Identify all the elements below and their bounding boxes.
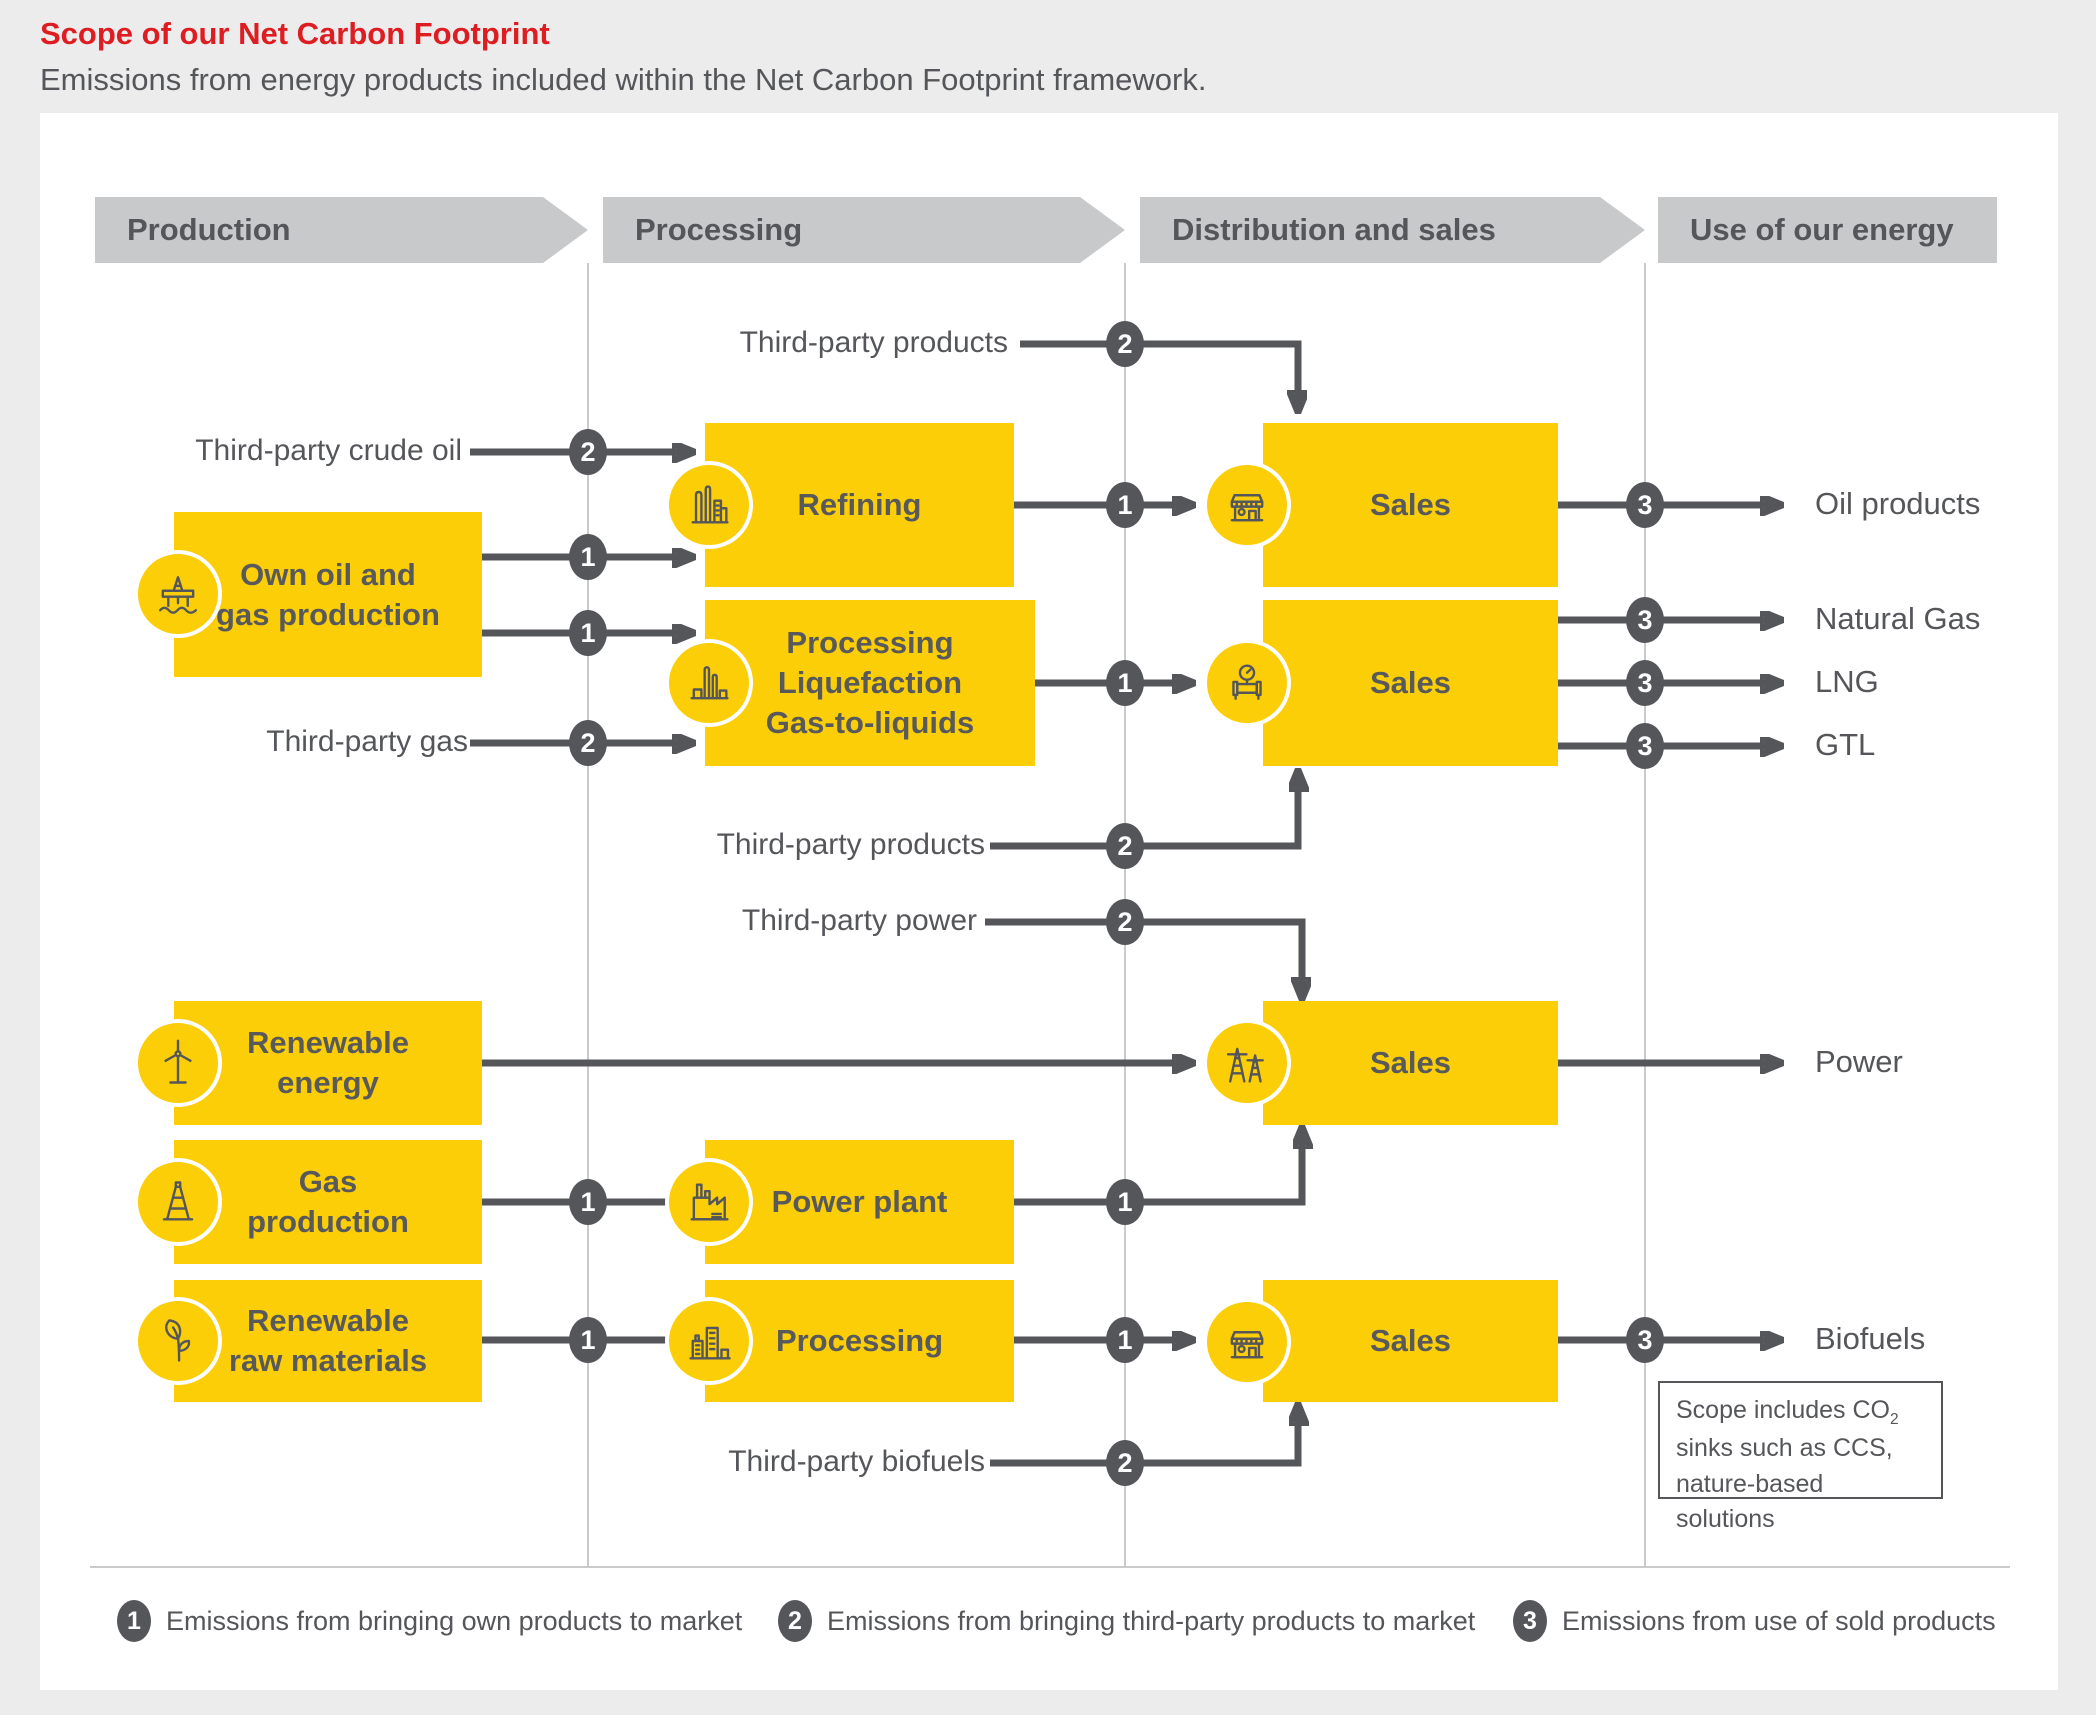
column-header-use-of-energy: Use of our energy (1658, 197, 1997, 263)
badge-1-gas-to-power-plant: 1 (569, 1179, 607, 1225)
legend-badge-2: 2 (778, 1600, 812, 1642)
badge-3-biofuels: 3 (1626, 1317, 1664, 1363)
page-subtitle: Emissions from energy products included … (40, 62, 1207, 97)
factory-icon (665, 1158, 753, 1246)
legend-text-2: Emissions from bringing third-party prod… (827, 1605, 1476, 1636)
pipeline-gauge-icon (1203, 639, 1291, 727)
box-renewable-energy: Renewable energy (174, 1001, 482, 1125)
label-third-party-crude-oil: Third-party crude oil (195, 434, 462, 467)
box-label: Renewable raw materials (228, 1303, 428, 1378)
output-oil-products: Oil products (1815, 486, 1981, 521)
output-power: Power (1815, 1044, 1903, 1079)
box-label: Sales (1369, 1045, 1451, 1081)
scope-note-line1: Scope includes CO (1676, 1396, 1891, 1424)
label-third-party-gas: Third-party gas (266, 725, 468, 758)
output-lng: LNG (1815, 664, 1879, 699)
box-gas-production: Gas production (174, 1140, 482, 1264)
box-label: Sales (1369, 665, 1451, 701)
label-third-party-products-top: Third-party products (739, 326, 1008, 359)
box-sales-power: Sales (1263, 1001, 1558, 1125)
label-third-party-products-mid: Third-party products (716, 828, 985, 861)
offshore-platform-icon (134, 550, 222, 638)
box-label: Own oil and gas production (216, 556, 440, 632)
box-sales-biofuels: Sales (1263, 1280, 1558, 1402)
box-sales-gas: Sales (1263, 600, 1558, 766)
wind-turbine-icon (134, 1019, 222, 1107)
legend-badge-3: 3 (1513, 1600, 1547, 1642)
industrial-buildings-icon (665, 1297, 753, 1385)
box-renewable-raw-materials: Renewable raw materials (174, 1280, 482, 1402)
label-third-party-power: Third-party power (741, 904, 977, 937)
badge-1-refining-to-sales: 1 (1106, 482, 1144, 528)
badge-1-own-to-refining: 1 (569, 534, 607, 580)
badge-2-third-party-biofuels: 2 (1106, 1440, 1144, 1486)
column-header-processing: Processing (603, 197, 1125, 263)
box-refining: Refining (705, 423, 1014, 587)
box-label: Sales (1369, 487, 1451, 523)
box-label: Power plant (771, 1184, 948, 1220)
box-label: Refining (797, 487, 922, 523)
power-pylons-icon (1203, 1019, 1291, 1107)
box-label: Processing Liquefaction Gas-to-liquids (765, 625, 975, 740)
plant-leaf-icon (134, 1297, 222, 1385)
output-natural-gas: Natural Gas (1815, 601, 1981, 636)
column-divider-1 (587, 263, 589, 1566)
output-gtl: GTL (1815, 727, 1876, 762)
badge-1-processing-to-sales-bio: 1 (1106, 1317, 1144, 1363)
box-label: Gas production (247, 1164, 409, 1239)
badge-2-third-party-products-top: 2 (1106, 321, 1144, 367)
badge-2-third-party-gas: 2 (569, 720, 607, 766)
box-label: Renewable energy (247, 1025, 409, 1100)
box-sales-oil: Sales (1263, 423, 1558, 587)
scope-note: Scope includes CO2 sinks such as CCS, na… (1658, 1381, 1943, 1533)
label-third-party-biofuels: Third-party biofuels (728, 1445, 985, 1478)
box-label: Processing (775, 1323, 944, 1359)
scope-note-line3: nature-based solutions (1676, 1469, 1824, 1534)
badge-1-own-to-processing: 1 (569, 610, 607, 656)
badge-3-natural-gas: 3 (1626, 597, 1664, 643)
box-processing-biofuels: Processing (705, 1280, 1014, 1402)
badge-1-processing-to-sales: 1 (1106, 660, 1144, 706)
legend-item-3: 3 Emissions from use of sold products (1513, 1598, 1996, 1644)
badge-3-oil-products: 3 (1626, 482, 1664, 528)
badge-2-third-party-crude: 2 (569, 429, 607, 475)
legend-text-3: Emissions from use of sold products (1562, 1605, 1996, 1636)
legend-text-1: Emissions from bringing own products to … (166, 1605, 743, 1636)
box-power-plant: Power plant (705, 1140, 1014, 1264)
storefront-icon (1203, 1298, 1291, 1386)
box-own-oil-gas-production: Own oil and gas production (174, 512, 482, 677)
legend-item-2: 2 Emissions from bringing third-party pr… (778, 1598, 1475, 1644)
drilling-derrick-icon (134, 1158, 222, 1246)
column-header-production: Production (95, 197, 588, 263)
legend-item-1: 1 Emissions from bringing own products t… (117, 1598, 742, 1644)
badge-3-gtl: 3 (1626, 723, 1664, 769)
badge-2-third-party-power: 2 (1106, 899, 1144, 945)
column-header-distribution-sales: Distribution and sales (1140, 197, 1645, 263)
legend-badge-1: 1 (117, 1600, 151, 1642)
column-divider-3 (1644, 263, 1646, 1566)
legend-separator-line (90, 1566, 2010, 1568)
badge-2-third-party-products-mid: 2 (1106, 823, 1144, 869)
refinery-icon (665, 461, 753, 549)
box-label: Sales (1369, 1323, 1451, 1359)
box-processing-liquefaction-gtl: Processing Liquefaction Gas-to-liquids (705, 600, 1035, 766)
storefront-icon (1203, 461, 1291, 549)
scope-note-line2: sinks such as CCS, (1676, 1434, 1893, 1462)
badge-1-power-plant-to-sales: 1 (1106, 1179, 1144, 1225)
badge-1-raw-to-processing: 1 (569, 1317, 607, 1363)
gas-plant-icon (665, 639, 753, 727)
badge-3-lng: 3 (1626, 660, 1664, 706)
page-title: Scope of our Net Carbon Footprint (40, 16, 550, 51)
scope-note-sub2: 2 (1890, 1411, 1899, 1428)
output-biofuels: Biofuels (1815, 1321, 1926, 1356)
